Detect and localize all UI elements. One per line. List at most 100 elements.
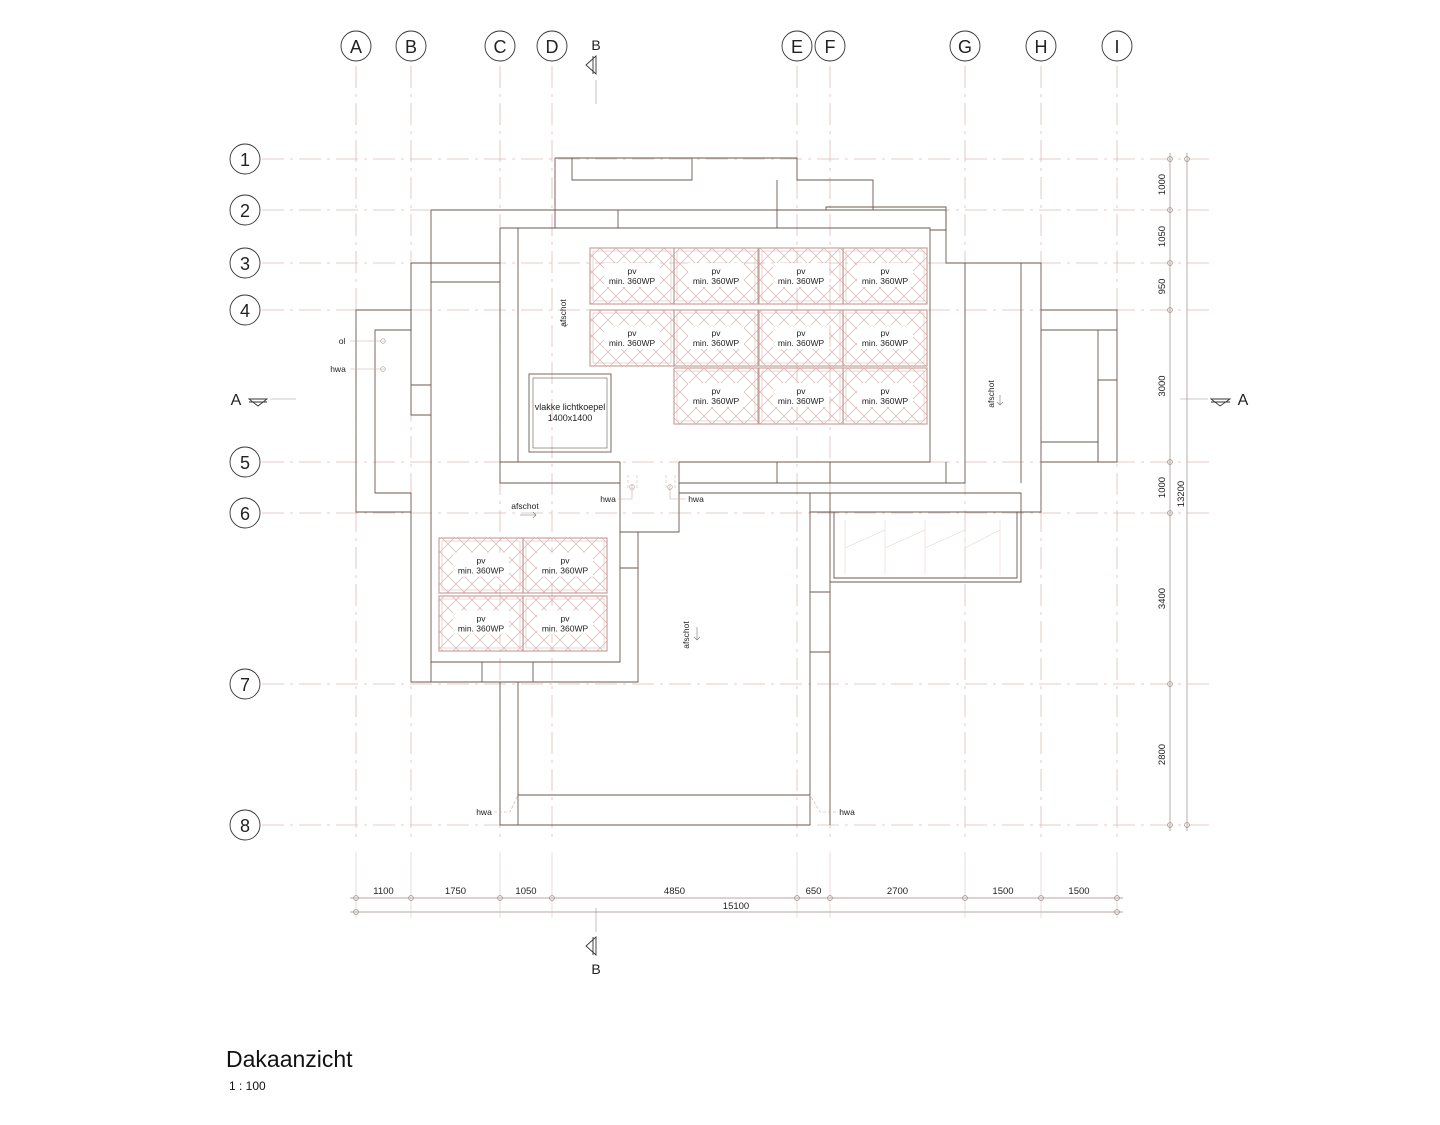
pv-rating: min. 360WP: [778, 276, 825, 286]
svg-text:2: 2: [240, 201, 250, 221]
pv-rating: min. 360WP: [778, 338, 825, 348]
grid-bubble-g: G: [949, 30, 981, 62]
pv-rating: min. 360WP: [862, 396, 909, 406]
roof-outline: [355, 157, 1118, 826]
section-a-right: A: [1238, 392, 1249, 409]
svg-text:F: F: [825, 37, 836, 57]
svg-text:7: 7: [240, 675, 250, 695]
dim-vertical: 3400: [1157, 588, 1168, 609]
svg-text:8: 8: [240, 816, 250, 836]
pv-label: pv: [881, 266, 891, 276]
grid-bubble-e: E: [781, 30, 813, 62]
pv-label: pv: [797, 386, 807, 396]
dim-horizontal: 2700: [887, 886, 908, 897]
pv-label: pv: [797, 328, 807, 338]
svg-text:6: 6: [240, 504, 250, 524]
grid-bubble-6: 6: [229, 497, 261, 529]
dim-horizontal: 4850: [664, 886, 685, 897]
dim-horizontal: 650: [806, 886, 822, 897]
dim-vertical: 1050: [1157, 226, 1168, 247]
svg-text:D: D: [546, 37, 559, 57]
grid-bubble-d: D: [536, 30, 568, 62]
dimension-chains: 1100 1750 1050 4850 650 2700 1500 1500 15100 1000…: [350, 153, 1190, 918]
afschot-label-3: afschot: [511, 501, 539, 511]
grid-bubble-4: 4: [229, 294, 261, 326]
skylight-label: vlakke lichtkoepel: [535, 402, 606, 412]
pv-label: pv: [561, 614, 571, 624]
hwa-label-left: hwa: [330, 364, 346, 374]
grid-bubble-f: F: [814, 30, 846, 62]
pv-label: pv: [477, 556, 487, 566]
pv-label: pv: [712, 328, 722, 338]
pv-rating: min. 360WP: [458, 624, 505, 634]
afschot-label-4: afschot: [681, 621, 691, 649]
hwa-label-mid-right: hwa: [688, 494, 704, 504]
skylight: vlakke lichtkoepel 1400x1400: [528, 373, 612, 453]
grid-bubble-7: 7: [229, 668, 261, 700]
pv-label: pv: [712, 266, 722, 276]
pv-rating: min. 360WP: [458, 566, 505, 576]
dim-horizontal-total: 15100: [723, 901, 749, 912]
dim-vertical: 1000: [1157, 174, 1168, 195]
dim-horizontal: 1100: [373, 886, 393, 897]
section-b-top: B: [591, 37, 600, 53]
ol-label: ol: [339, 336, 346, 346]
section-b-bottom: B: [591, 961, 600, 977]
drawing-scale: 1 : 100: [229, 1079, 266, 1093]
pv-label: pv: [712, 386, 722, 396]
pv-label: pv: [628, 328, 638, 338]
pv-rating: min. 360WP: [609, 276, 656, 286]
dim-vertical: 950: [1157, 279, 1168, 295]
section-markers: [247, 54, 1232, 957]
hwa-label-bottom-left: hwa: [476, 807, 492, 817]
svg-text:A: A: [350, 37, 362, 57]
pv-rating: min. 360WP: [693, 276, 740, 286]
grid-bubble-a: A: [340, 30, 372, 62]
glass-roof: [844, 520, 1001, 575]
pv-rating: min. 360WP: [778, 396, 825, 406]
pv-label: pv: [561, 556, 571, 566]
grid-bubble-i: I: [1101, 30, 1133, 62]
svg-text:H: H: [1035, 37, 1048, 57]
grid-bubble-h: H: [1025, 30, 1057, 62]
section-a-left: A: [231, 392, 242, 409]
drawing-title: Dakaanzicht: [226, 1046, 353, 1072]
grid-bubble-c: C: [484, 30, 516, 62]
pv-rating: min. 360WP: [862, 276, 909, 286]
dim-horizontal: 1050: [515, 886, 536, 897]
afschot-label-1: afschot: [558, 299, 568, 327]
dim-vertical: 1000: [1157, 477, 1168, 498]
grid-bubble-b: B: [395, 30, 427, 62]
svg-text:C: C: [494, 37, 507, 57]
grid-bubble-8: 8: [229, 809, 261, 841]
svg-text:3: 3: [240, 254, 250, 274]
svg-text:G: G: [958, 37, 972, 57]
svg-text:I: I: [1114, 37, 1119, 57]
dim-vertical: 2800: [1157, 744, 1168, 765]
dim-horizontal: 1500: [1068, 886, 1089, 897]
dim-horizontal: 1500: [992, 886, 1013, 897]
grid-bubble-3: 3: [229, 247, 261, 279]
pv-rating: min. 360WP: [862, 338, 909, 348]
pv-label: pv: [477, 614, 487, 624]
dim-horizontal: 1750: [445, 886, 466, 897]
grid-bubble-1: 1: [229, 143, 261, 175]
pv-label: pv: [628, 266, 638, 276]
dim-vertical-total: 13200: [1176, 481, 1187, 507]
pv-rating: min. 360WP: [693, 338, 740, 348]
annotations: afschot afschot afschot afschot ol hwa h…: [330, 299, 1004, 817]
afschot-label-2: afschot: [986, 380, 996, 408]
